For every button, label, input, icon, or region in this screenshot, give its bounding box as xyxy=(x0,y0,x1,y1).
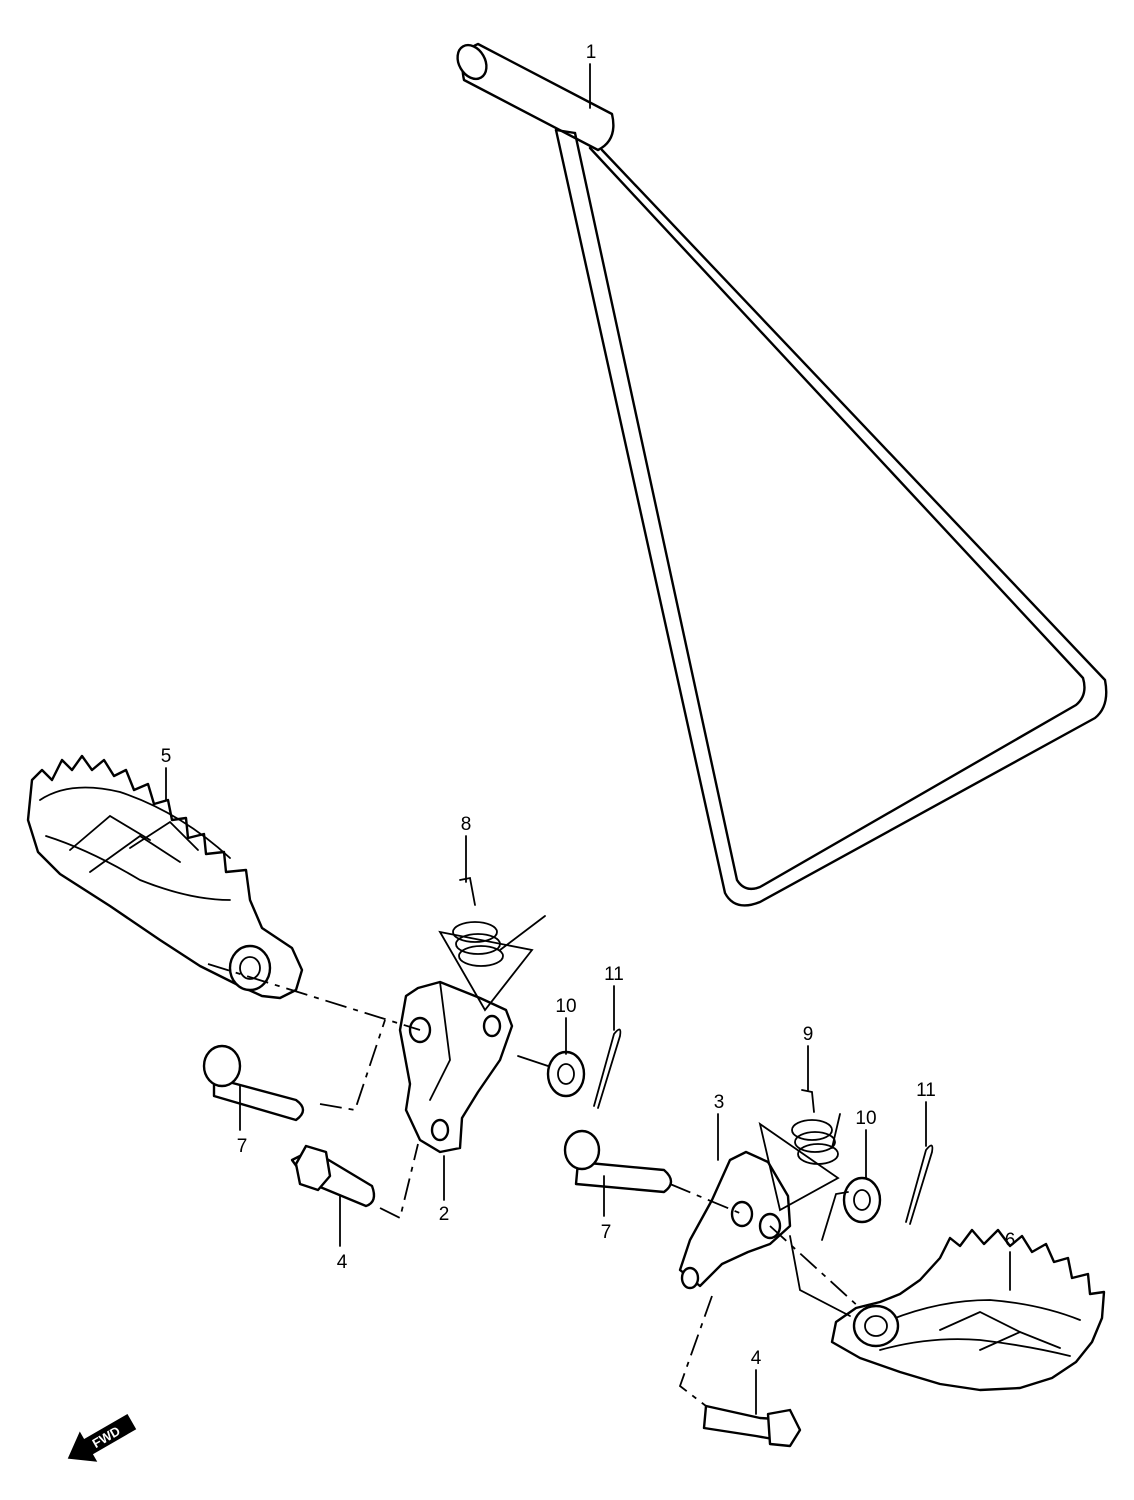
cotter-pin-right xyxy=(905,1144,934,1225)
callout-10-right: 10 xyxy=(855,1108,876,1129)
callout-9: 9 xyxy=(803,1024,814,1045)
callout-7-left: 7 xyxy=(237,1136,248,1157)
bolt-left xyxy=(290,1144,376,1208)
callout-2: 2 xyxy=(439,1204,450,1225)
assembly-lines xyxy=(207,963,861,1407)
footrest-right xyxy=(830,1228,1106,1392)
bracket-right xyxy=(678,1150,792,1290)
callout-4-right: 4 xyxy=(751,1348,762,1369)
callout-11-right: 11 xyxy=(916,1080,936,1101)
spring-left xyxy=(438,876,546,1012)
callout-7-right: 7 xyxy=(601,1222,612,1243)
callout-labels: 1 2 3 4 4 5 6 7 7 8 9 10 10 11 11 xyxy=(161,42,1016,1369)
bolt-right xyxy=(702,1404,802,1448)
callout-5: 5 xyxy=(161,746,172,767)
washer-right xyxy=(842,1176,882,1224)
callout-6: 6 xyxy=(1005,1230,1016,1251)
leader-lines xyxy=(165,63,1011,1415)
callout-4-left: 4 xyxy=(337,1252,348,1273)
callout-11-left: 11 xyxy=(604,964,624,985)
washer-left xyxy=(546,1050,586,1098)
stand xyxy=(456,42,1108,907)
callout-8: 8 xyxy=(461,814,472,835)
pin-right xyxy=(563,1129,673,1194)
bracket-left xyxy=(398,980,514,1154)
fwd-arrow: FWD xyxy=(67,1414,137,1462)
cotter-pin-left xyxy=(593,1028,622,1109)
callout-3: 3 xyxy=(714,1092,725,1113)
spring-right xyxy=(758,1089,841,1212)
footrest-left xyxy=(26,754,304,1000)
callout-10-left: 10 xyxy=(555,996,576,1017)
callout-1: 1 xyxy=(586,42,597,63)
pin-left xyxy=(202,1044,305,1122)
